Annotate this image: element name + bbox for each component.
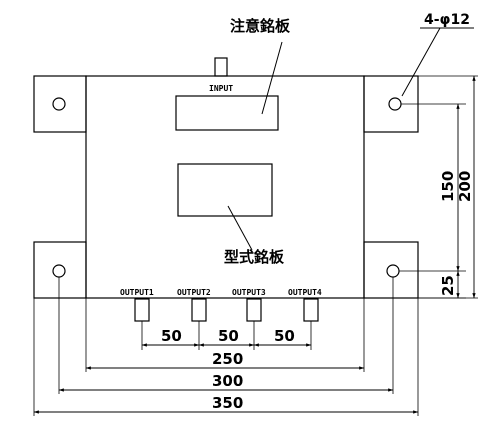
output-connector-1: [134, 298, 150, 322]
mounting-hole-bottom-left: [52, 264, 66, 278]
input-connector-label: INPUT: [209, 84, 233, 93]
dim-label-350: 350: [212, 394, 243, 412]
model-plate-leader: [227, 205, 253, 251]
mounting-hole-top-left: [52, 97, 66, 111]
dim-label-pitch-2: 50: [218, 327, 239, 345]
caution-nameplate: [175, 95, 279, 131]
hole-spec-leader: [401, 27, 441, 97]
dim-label-25: 25: [439, 275, 457, 296]
dim-label-300: 300: [212, 372, 243, 390]
dim-label-pitch-3: 50: [274, 327, 295, 345]
dim-label-pitch-1: 50: [161, 327, 182, 345]
output-connector-4: [303, 298, 319, 322]
caution-plate-label: 注意銘板: [230, 17, 291, 35]
output-connector-label-3: OUTPUT3: [232, 288, 266, 297]
input-connector: [214, 57, 228, 77]
mounting-hole-bottom-right: [386, 264, 400, 278]
output-connector-3: [246, 298, 262, 322]
output-connector-2: [191, 298, 207, 322]
mounting-tab-bottom-left: [33, 241, 87, 299]
mounting-hole-top-right: [388, 97, 402, 111]
mounting-tab-bottom-right: [363, 241, 419, 299]
dim-label-150: 150: [439, 171, 457, 202]
output-connector-label-4: OUTPUT4: [288, 288, 322, 297]
mounting-tab-top-left: [33, 75, 87, 133]
dim-label-250: 250: [212, 350, 243, 368]
model-nameplate: [177, 163, 273, 217]
output-connector-label-1: OUTPUT1: [120, 288, 154, 297]
output-connector-label-2: OUTPUT2: [177, 288, 211, 297]
caution-plate-leader: [261, 41, 283, 115]
dim-label-200: 200: [456, 171, 474, 202]
hole-spec-label: 4-φ12: [424, 12, 470, 28]
model-plate-label: 型式銘板: [224, 248, 285, 266]
